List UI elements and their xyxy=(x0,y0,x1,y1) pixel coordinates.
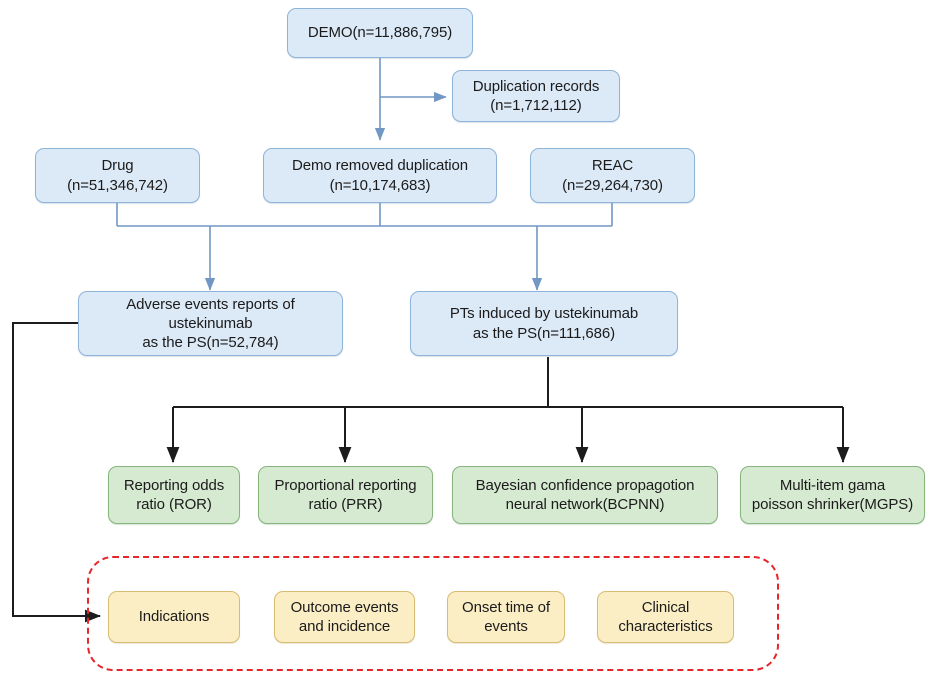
node-duplication-records[interactable]: Duplication records (n=1,712,112) xyxy=(452,70,620,122)
node-demo[interactable]: DEMO(n=11,886,795) xyxy=(287,8,473,58)
node-pts-induced[interactable]: PTs induced by ustekinumab as the PS(n=1… xyxy=(410,291,678,356)
downstream-analysis-group xyxy=(87,556,779,671)
node-demo-removed-duplication[interactable]: Demo removed duplication (n=10,174,683) xyxy=(263,148,497,203)
node-bcpnn[interactable]: Bayesian confidence propagotion neural n… xyxy=(452,466,718,524)
node-prr[interactable]: Proportional reporting ratio (PRR) xyxy=(258,466,433,524)
node-indications[interactable]: Indications xyxy=(108,591,240,643)
node-drug[interactable]: Drug (n=51,346,742) xyxy=(35,148,200,203)
node-outcome-events[interactable]: Outcome events and incidence xyxy=(274,591,415,643)
node-onset-time[interactable]: Onset time of events xyxy=(447,591,565,643)
node-mgps[interactable]: Multi-item gama poisson shrinker(MGPS) xyxy=(740,466,925,524)
node-reac[interactable]: REAC (n=29,264,730) xyxy=(530,148,695,203)
node-clinical-characteristics[interactable]: Clinical characteristics xyxy=(597,591,734,643)
node-adverse-events-reports[interactable]: Adverse events reports of ustekinumab as… xyxy=(78,291,343,356)
node-ror[interactable]: Reporting odds ratio (ROR) xyxy=(108,466,240,524)
